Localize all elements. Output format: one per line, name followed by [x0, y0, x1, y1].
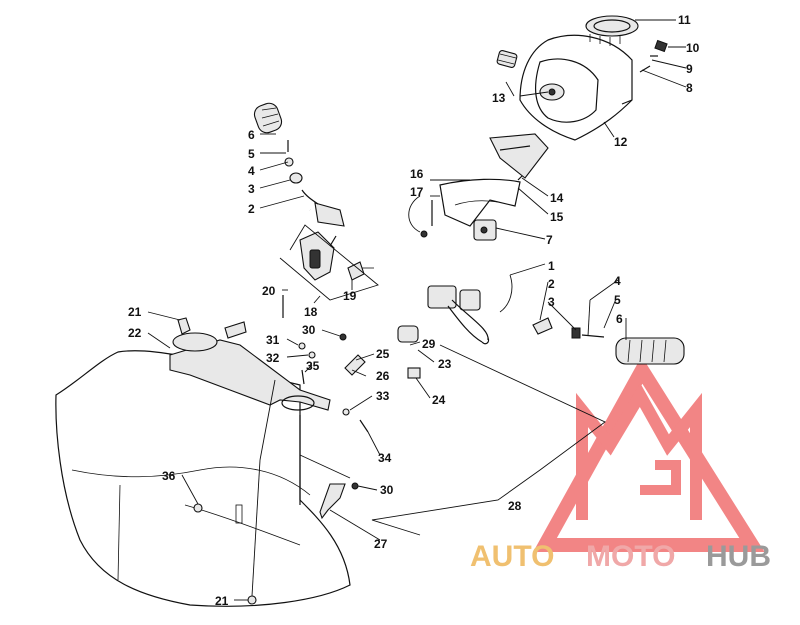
label-13: 13 — [492, 91, 506, 105]
label-3-right: 3 — [548, 295, 555, 309]
label-18: 18 — [304, 305, 318, 319]
label-2-right: 2 — [548, 277, 555, 291]
brake-control — [397, 285, 490, 379]
label-24: 24 — [432, 393, 446, 407]
label-19: 19 — [343, 289, 357, 303]
label-6-left: 6 — [248, 128, 255, 142]
label-17: 17 — [410, 185, 424, 199]
label-33: 33 — [376, 389, 390, 403]
label-29: 29 — [422, 337, 436, 351]
leader-lines — [147, 19, 687, 601]
pod-mount-bracket — [420, 133, 549, 241]
label-5-left: 5 — [248, 147, 255, 161]
watermark-word-moto: MOTO — [586, 540, 675, 573]
watermark-word-auto: AUTO — [470, 540, 554, 573]
label-9: 9 — [686, 62, 693, 76]
label-12: 12 — [614, 135, 628, 149]
label-8: 8 — [686, 81, 693, 95]
label-14: 14 — [550, 191, 564, 205]
label-32: 32 — [266, 351, 280, 365]
label-2-left: 2 — [248, 202, 255, 216]
label-26: 26 — [376, 369, 390, 383]
label-3-left: 3 — [248, 182, 255, 196]
handlebar — [299, 202, 501, 330]
windshield — [55, 350, 351, 607]
watermark-logo — [533, 356, 765, 552]
right-grip-assembly — [532, 317, 685, 365]
label-16: 16 — [410, 167, 424, 181]
label-1: 1 — [548, 259, 555, 273]
label-6-right: 6 — [616, 312, 623, 326]
label-30-lower: 30 — [380, 483, 394, 497]
left-grip-assembly — [253, 102, 319, 205]
label-27: 27 — [374, 537, 388, 551]
label-20: 20 — [262, 284, 276, 298]
label-5-right: 5 — [614, 293, 621, 307]
misc-hardware — [282, 295, 369, 520]
label-36: 36 — [162, 469, 176, 483]
label-22: 22 — [128, 326, 142, 340]
label-4-right: 4 — [614, 274, 621, 288]
label-21-lower: 21 — [215, 594, 229, 608]
label-30-upper: 30 — [302, 323, 316, 337]
label-7: 7 — [546, 233, 553, 247]
label-10: 10 — [686, 41, 700, 55]
watermark-word-hub: HUB — [706, 540, 771, 573]
label-23: 23 — [438, 357, 452, 371]
label-25: 25 — [376, 347, 390, 361]
label-34: 34 — [378, 451, 392, 465]
label-4-left: 4 — [248, 164, 255, 178]
label-15: 15 — [550, 210, 564, 224]
label-31: 31 — [266, 333, 280, 347]
instrument-pod — [496, 15, 668, 141]
label-11: 11 — [678, 13, 691, 27]
label-35: 35 — [306, 359, 320, 373]
label-28: 28 — [508, 499, 522, 513]
label-21-upper: 21 — [128, 305, 142, 319]
windshield-bracket — [169, 317, 366, 505]
part-number-labels: 11 10 9 8 12 13 14 15 16 17 7 1 2 3 4 5 … — [128, 13, 700, 608]
